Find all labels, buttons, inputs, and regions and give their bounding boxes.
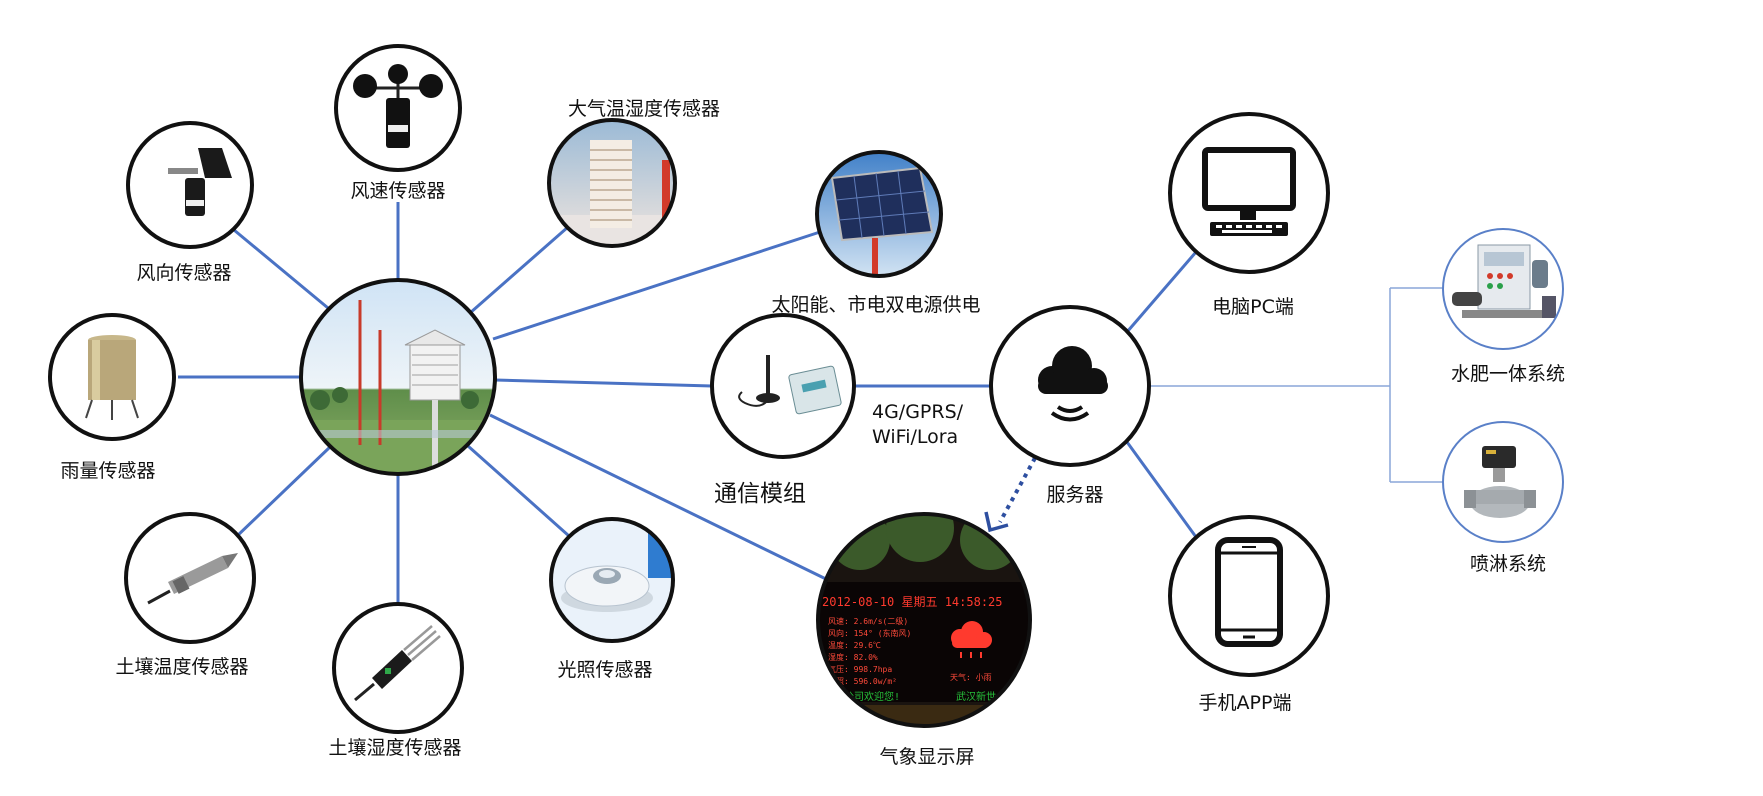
control-bracket (1150, 287, 1443, 483)
comm-protocol-line-1: 4G/GPRS/ (872, 401, 964, 423)
server-label: 服务器 (1046, 484, 1104, 506)
soil-moisture-label: 土壤湿度传感器 (328, 737, 462, 759)
led-row: 温度: 29.6℃ (828, 640, 881, 650)
link-air-temp (469, 225, 569, 315)
communication-module[interactable] (710, 313, 856, 459)
air-temp-humidity-label: 大气温湿度传感器 (567, 98, 721, 120)
wind-vane-icon (168, 148, 232, 216)
mobile-label: 手机APP端 (1198, 692, 1292, 714)
soil-temperature-label: 土壤温度传感器 (115, 656, 249, 678)
link-wind-direction (227, 223, 329, 310)
light-sensor[interactable] (549, 517, 678, 643)
led-row: 风向: 154° (东南风) (828, 628, 911, 638)
led-row: 气压: 998.7hpa (828, 664, 892, 674)
sprinkler-label: 喷淋系统 (1469, 553, 1547, 575)
rain-gauge-icon (85, 335, 139, 420)
light-sensor-icon (561, 565, 653, 612)
comm-module-label: 通信模组 (714, 481, 806, 507)
link-comm-module (494, 378, 713, 388)
soil-moisture-probe-icon (354, 625, 441, 702)
solar-panel-icon (830, 166, 934, 242)
led-footer-left: 公司欢迎您! (844, 690, 900, 703)
led-row: 风速: 2.6m/s(二级) (828, 616, 908, 626)
connection-lines (178, 202, 1198, 604)
led-footer-right: 武汉新世 (956, 690, 996, 703)
cloud-icon (1038, 346, 1108, 422)
cloud-server[interactable] (989, 305, 1151, 467)
rain-gauge-label: 雨量传感器 (60, 460, 156, 482)
led-row: 湿度: 82.0% (828, 652, 878, 662)
wind-direction-label: 风向传感器 (136, 262, 232, 284)
led-weather: 天气: 小雨 (950, 672, 992, 682)
wind-speed-sensor[interactable] (334, 44, 462, 172)
comm-protocols-label: 4G/GPRS/ WiFi/Lora (872, 400, 963, 450)
louvered-shelter-icon (590, 140, 632, 228)
comm-protocol-line-2: WiFi/Lora (872, 426, 959, 448)
soil-temperature-probe-icon (147, 553, 238, 605)
link-light (467, 444, 570, 538)
link-solar (492, 230, 821, 341)
led-display-icon: 2012-08-10 星期五 14:58:25 风速: 2.6m/s(二级) 风… (822, 595, 1003, 703)
light-sensor-label: 光照传感器 (557, 659, 653, 681)
sprinkler-system[interactable] (1442, 421, 1564, 543)
link-soil-temperature (234, 445, 332, 539)
anemometer-icon (353, 64, 443, 148)
link-server-pc (1125, 251, 1198, 333)
mobile-client[interactable] (1168, 515, 1330, 677)
solar-power-supply[interactable] (815, 150, 945, 280)
dtu-module-icon (738, 355, 842, 415)
fertigation-label: 水肥一体系统 (1450, 363, 1566, 385)
display-label: 气象显示屏 (879, 746, 975, 768)
pc-label: 电脑PC端 (1212, 296, 1294, 318)
solenoid-valve-icon (1464, 446, 1536, 518)
pc-client[interactable] (1168, 112, 1330, 274)
wind-direction-sensor[interactable] (126, 121, 254, 249)
monitor-icon (1202, 147, 1296, 236)
link-server-mobile (1125, 441, 1198, 538)
led-header: 2012-08-10 星期五 14:58:25 (822, 595, 1003, 609)
server-display-arrow (984, 457, 1037, 533)
led-row: 光照: 596.0w/m² (828, 676, 897, 686)
wind-speed-label: 风速传感器 (350, 180, 446, 202)
rain-gauge-sensor[interactable] (48, 313, 176, 441)
link-display (489, 413, 829, 582)
weather-display-screen[interactable]: 2012-08-10 星期五 14:58:25 风速: 2.6m/s(二级) 风… (815, 494, 1035, 735)
fertigation-cabinet-icon (1452, 244, 1556, 318)
tablet-icon (1215, 537, 1283, 647)
air-temp-humidity-sensor[interactable] (547, 118, 678, 250)
fertigation-system[interactable] (1440, 226, 1566, 352)
soil-temperature-sensor[interactable] (124, 512, 256, 644)
rain-cloud-icon (951, 621, 992, 658)
soil-moisture-sensor[interactable] (332, 602, 464, 734)
power-supply-label: 太阳能、市电双电源供电 (771, 294, 981, 316)
